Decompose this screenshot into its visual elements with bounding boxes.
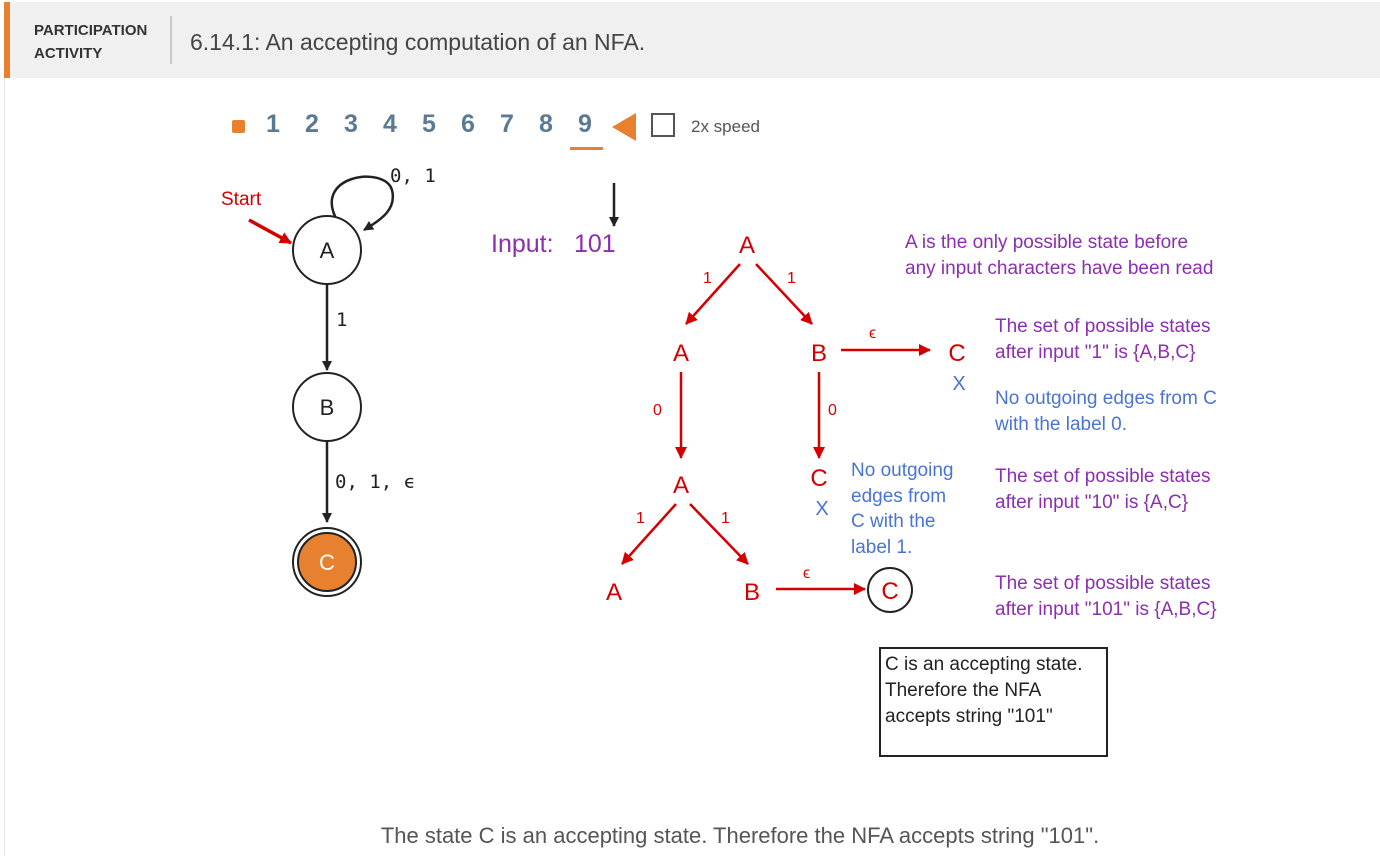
step-5-button[interactable]: 5 bbox=[422, 110, 436, 138]
start-arrow bbox=[248, 218, 292, 245]
tree-edge-l2-left-label: 1 bbox=[636, 510, 645, 527]
tree-l1-eps-c: C bbox=[948, 340, 965, 367]
step-4-button[interactable]: 4 bbox=[383, 110, 397, 138]
tree-edge-root-left bbox=[685, 263, 741, 325]
current-step-indicator bbox=[570, 147, 603, 150]
state-b-label: B bbox=[320, 395, 335, 420]
note-no-edge-1-line3: C with the bbox=[851, 511, 935, 532]
edge-a-b-label: 1 bbox=[336, 309, 347, 331]
x-mark-1: X bbox=[952, 373, 965, 395]
tree-edge-root-right-label: 1 bbox=[787, 270, 796, 287]
nfa-diagram: 0, 1 Start A 1 B 0, 1, ϵ C Input: 101 A … bbox=[221, 165, 1217, 757]
tree-edge-eps1-label: ϵ bbox=[869, 325, 876, 342]
note-after-1-line1: The set of possible states bbox=[995, 316, 1210, 337]
tree-edge-root-right bbox=[755, 263, 813, 325]
participation-activity-header: PARTICIPATION ACTIVITY 6.14.1: An accept… bbox=[4, 2, 1380, 78]
speed-checkbox[interactable] bbox=[651, 113, 675, 137]
note-no-edge-0-line1: No outgoing edges from C bbox=[995, 388, 1217, 409]
step-1-button[interactable]: 1 bbox=[266, 110, 280, 138]
start-button[interactable] bbox=[232, 120, 245, 133]
note-start-line1: A is the only possible state before bbox=[905, 232, 1188, 253]
step-6-button[interactable]: 6 bbox=[461, 110, 475, 138]
tree-edge-b-c-label: 0 bbox=[828, 402, 837, 419]
speed-label: 2x speed bbox=[691, 117, 760, 136]
step-7-button[interactable]: 7 bbox=[500, 110, 514, 138]
note-no-edge-1-line4: label 1. bbox=[851, 537, 912, 558]
tree-l2-right-c: C bbox=[810, 465, 827, 492]
tree-root-a: A bbox=[739, 232, 755, 259]
tree-l2-left-a: A bbox=[673, 472, 689, 499]
accepting-note-line3: accepts string "101" bbox=[885, 706, 1053, 727]
tree-edge-root-left-label: 1 bbox=[703, 270, 712, 287]
step-3-button[interactable]: 3 bbox=[344, 110, 358, 138]
accepting-note-line2: Therefore the NFA bbox=[885, 680, 1042, 701]
input-label: Input: bbox=[491, 230, 554, 258]
step-caption: The state C is an accepting state. There… bbox=[380, 823, 1100, 848]
tree-l3-eps-c: C bbox=[881, 578, 898, 605]
note-after-10-line2: after input "10" is {A,C} bbox=[995, 492, 1188, 513]
step-2-button[interactable]: 2 bbox=[305, 110, 319, 138]
activity-type-label: PARTICIPATION ACTIVITY bbox=[34, 19, 147, 65]
note-after-101-line1: The set of possible states bbox=[995, 573, 1210, 594]
activity-title: 6.14.1: An accepting computation of an N… bbox=[190, 29, 646, 55]
note-after-1-line2: after input "1" is {A,B,C} bbox=[995, 342, 1195, 363]
activity-type-line2: ACTIVITY bbox=[34, 45, 103, 62]
accepting-note-line1: C is an accepting state. bbox=[885, 654, 1083, 675]
content-border bbox=[4, 78, 5, 856]
tree-edge-l2-right-label: 1 bbox=[721, 510, 730, 527]
activity-type-line1: PARTICIPATION bbox=[34, 22, 148, 39]
tree-edge-l2-left bbox=[621, 503, 677, 565]
step-9-button[interactable]: 9 bbox=[578, 110, 592, 138]
tree-l3-eps-c-circle bbox=[867, 567, 913, 613]
tree-edge-eps2-label: ϵ bbox=[803, 565, 810, 582]
start-label: Start bbox=[221, 189, 262, 210]
step-8-button[interactable]: 8 bbox=[539, 110, 553, 138]
tree-l1-right-b: B bbox=[811, 340, 827, 367]
header-divider bbox=[170, 16, 172, 64]
x-mark-2: X bbox=[815, 498, 828, 520]
tree-l3-left-a: A bbox=[606, 579, 622, 606]
tree-l3-right-b: B bbox=[744, 579, 760, 606]
note-no-edge-1-line1: No outgoing bbox=[851, 460, 953, 481]
play-back-icon[interactable] bbox=[612, 113, 636, 141]
note-after-10-line1: The set of possible states bbox=[995, 466, 1210, 487]
self-loop-label: 0, 1 bbox=[390, 165, 436, 187]
note-no-edge-0-line2: with the label 0. bbox=[994, 414, 1127, 435]
input-value: 101 bbox=[574, 230, 616, 258]
tree-edge-l2-right bbox=[689, 503, 749, 565]
tree-edge-a-a-label: 0 bbox=[653, 402, 662, 419]
edge-b-c-label: 0, 1, ϵ bbox=[335, 471, 415, 493]
note-start-line2: any input characters have been read bbox=[905, 258, 1213, 279]
self-loop-edge bbox=[330, 175, 395, 232]
accepting-note-box bbox=[879, 647, 1108, 757]
state-c-label: C bbox=[319, 550, 335, 575]
note-no-edge-1-line2: edges from bbox=[851, 486, 946, 507]
note-after-101-line2: after input "101" is {A,B,C} bbox=[995, 599, 1217, 620]
tree-l1-left-a: A bbox=[673, 340, 689, 367]
state-c-node bbox=[297, 532, 357, 592]
state-a-label: A bbox=[320, 238, 335, 263]
